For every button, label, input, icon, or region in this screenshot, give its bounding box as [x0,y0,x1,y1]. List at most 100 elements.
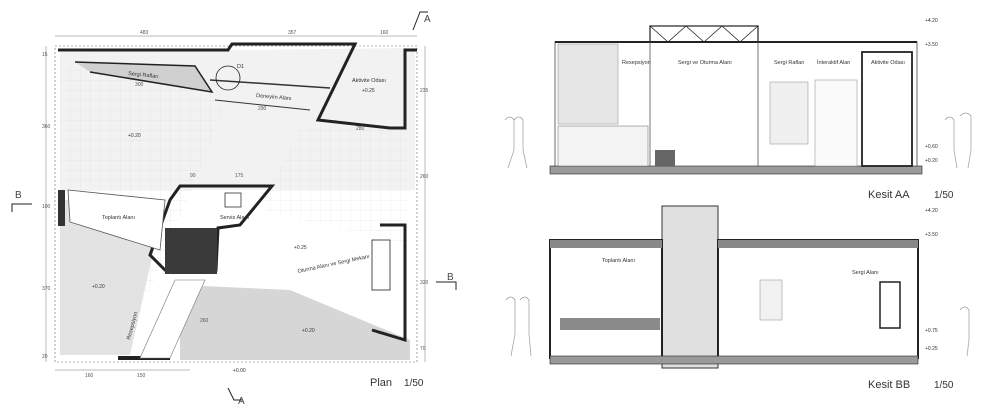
aa-room-interaktif: İnteraktif Alan [817,59,850,66]
bb-right-roof [718,240,918,248]
aa-level-1: +4.20 [925,18,938,24]
plan-dim-inner-6: 260 [200,318,209,324]
plan-dim-top-3: 160 [380,30,389,36]
plan-dim-top-2: 357 [288,30,297,36]
plan-detail-circle [215,65,241,91]
plan-servis-box [224,192,242,208]
plan-section-a-top-arrow [412,11,428,31]
bb-title: Kesit BB [868,379,910,391]
aa-roof-truss [649,25,759,43]
plan-level-6: +0.00 [233,368,246,374]
bb-room-toplanti: Toplantı Alanı [602,258,635,264]
aa-level-3: +0.60 [925,144,938,150]
plan-level-1: +0.25 [362,88,375,94]
plan-dim-top-1: 483 [140,30,149,36]
plan-wall-north [58,42,417,130]
plan-diag-wall-2 [214,99,311,111]
plan-reception-ramp [139,279,206,359]
plan-level-2: +0.20 [128,133,141,139]
aa-room-sergi-raflari: Sergi Rafları [774,60,805,66]
plan-section-b-right-arrow [436,281,457,290]
section-bb-drawing: Toplantı Alanı Sergi Alanı +4.20 +3.50 +… [549,205,954,391]
plan-dim-left-4: 370 [42,286,51,292]
plan-dim-inner-4: 90 [190,173,196,179]
plan-drawing: D1 483 357 160 15 360 100 370 20 235 260… [11,11,457,407]
plan-dim-right-4: 70 [420,346,426,352]
aa-room-sergi-oturma: Sergi ve Oturma Alanı [678,60,732,66]
plan-title: Plan [370,377,392,389]
plan-dim-right-1: 235 [420,88,429,94]
figure-aa-left [504,116,528,169]
plan-room-servis: Servis Alanı [220,215,249,221]
aa-reception-counter [557,125,649,167]
aa-room-aktivite: Aktivite Odası [871,60,905,66]
plan-wall-right [371,223,407,343]
aa-scale: 1/50 [934,190,954,201]
figure-aa-right [944,112,972,169]
bb-level-1: +4.20 [925,208,938,214]
plan-scale: 1/50 [404,378,424,389]
plan-room-sergi-raflari: Sergi Rafları [128,71,159,80]
aa-floor-slab [549,165,923,175]
aa-level-4: +0.20 [925,158,938,164]
bb-right-panel [879,281,901,329]
aa-shelves [769,81,809,145]
bb-level-3: +0.75 [925,328,938,334]
bb-room-sergi: Sergi Alanı [852,270,879,276]
plan-dim-inner-3: 280 [356,126,365,132]
bb-level-4: +0.25 [925,346,938,352]
aa-small-box [655,150,675,166]
plan-dim-left-1: 15 [42,52,48,58]
plan-room-toplanti: Toplantı Alanı [102,215,135,221]
plan-dim-left-2: 360 [42,124,51,130]
aa-level-2: +3.50 [925,42,938,48]
aa-room-resepsiyon: Resepsiyon [622,60,651,66]
plan-dim-left-5: 20 [42,354,48,360]
aa-title: Kesit AA [868,189,910,201]
plan-dark-block [165,228,217,274]
plan-floor-shade-bottom [180,285,410,360]
plan-section-b-left-arrow [11,203,32,212]
plan-room-aktivite: Aktivite Odası [352,78,386,84]
figure-bb-left [505,296,532,357]
bb-meeting-band [560,318,660,330]
plan-section-a-bottom-arrow [227,387,242,401]
plan-meeting-table [67,189,166,251]
plan-floor-grid-right [260,125,410,245]
plan-site-boundary [54,45,418,363]
plan-level-4: +0.20 [92,284,105,290]
plan-stair [371,239,391,291]
aa-interaktif-frame [814,79,858,167]
plan-dim-bottom-2: 150 [137,373,146,379]
plan-dim-inner-1: 300 [135,82,144,88]
aa-aktivite-room [861,51,913,167]
aa-left-wall [557,43,619,125]
bb-floor-slab [549,355,919,365]
plan-level-5: +0.20 [302,328,315,334]
plan-detail-tag: D1 [237,64,244,70]
bb-shelf-grid [759,279,783,321]
section-aa-drawing: Resepsiyon Sergi ve Oturma Alanı Sergi R… [549,18,954,201]
plan-section-a-top: A [424,14,431,25]
plan-room-oturma: Oturma Alanı ve Sergi Mekanı [297,254,370,275]
plan-wall-sergi [74,61,214,94]
plan-diag-wall-1 [209,79,331,89]
plan-section-a-bottom: A [238,396,245,407]
plan-dim-right-3: 320 [420,280,429,286]
plan-dim-right-2: 260 [420,174,429,180]
plan-dim-bottom-1: 160 [85,373,94,379]
plan-dim-inner-2: 290 [258,106,267,112]
plan-level-3: +0.25 [294,245,307,251]
plan-room-deneyim: Deneyim Alanı [256,93,292,102]
bb-scale: 1/50 [934,380,954,391]
bb-left-block [549,239,663,359]
plan-dim-inner-5: 175 [235,173,244,179]
bb-level-2: +3.50 [925,232,938,238]
plan-section-b-left: B [15,190,22,201]
plan-left-wall-block [58,190,65,226]
bb-tower [661,205,719,369]
plan-dim-left-3: 100 [42,204,51,210]
human-figures [504,112,972,357]
bb-left-roof [550,240,662,248]
